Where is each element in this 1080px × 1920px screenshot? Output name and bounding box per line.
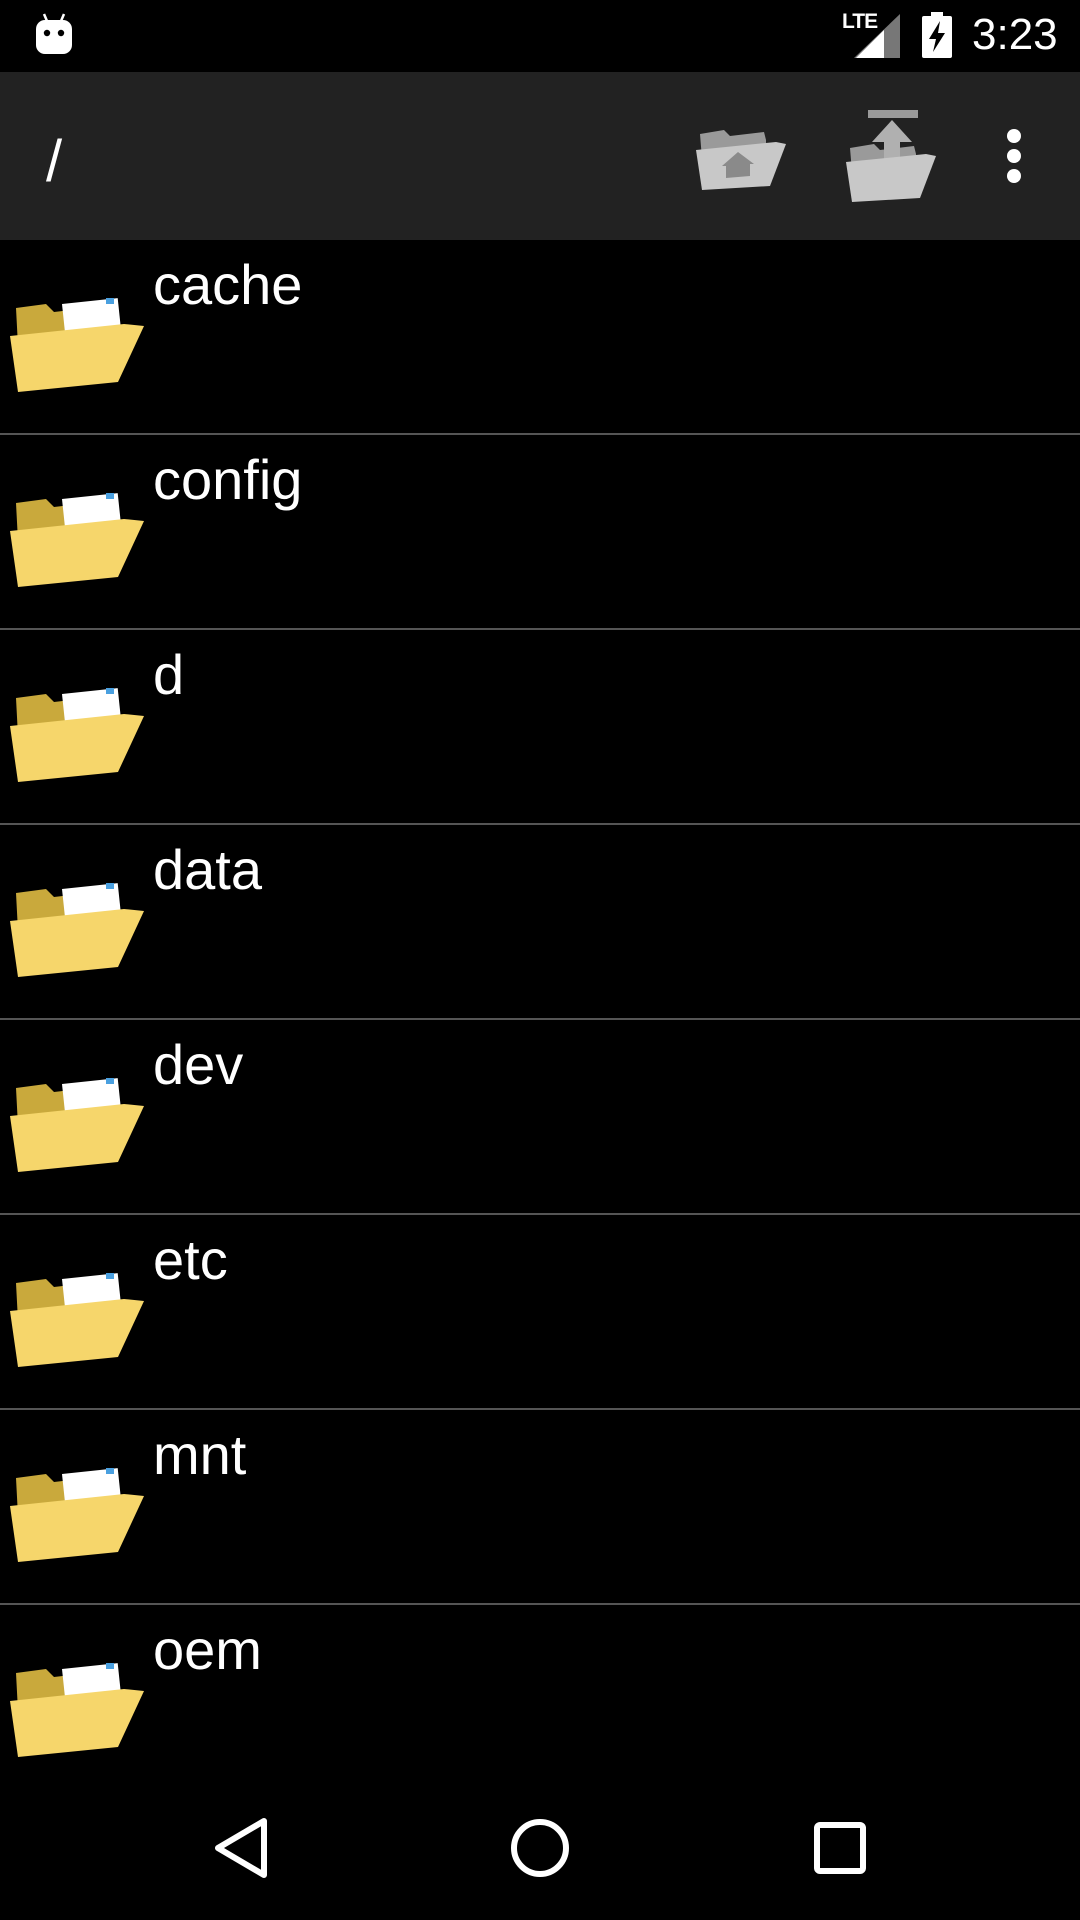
folder-icon bbox=[10, 883, 144, 977]
recents-square-icon bbox=[814, 1822, 866, 1874]
folder-icon bbox=[10, 688, 144, 782]
overflow-menu-icon bbox=[1007, 129, 1021, 183]
status-bar: LTE 3:23 bbox=[0, 0, 1080, 72]
home-circle-icon bbox=[511, 1819, 569, 1877]
file-name: d bbox=[153, 643, 185, 706]
signal-strength-icon bbox=[854, 14, 900, 58]
file-name: dev bbox=[153, 1033, 244, 1096]
home-button[interactable] bbox=[460, 1776, 620, 1920]
recents-button[interactable] bbox=[760, 1776, 920, 1920]
back-triangle-icon bbox=[215, 1818, 267, 1878]
folder-icon bbox=[10, 493, 144, 587]
file-name: config bbox=[153, 448, 303, 511]
file-name: data bbox=[153, 838, 262, 901]
file-row-etc[interactable]: etc bbox=[0, 1215, 1080, 1410]
file-row-dev[interactable]: dev bbox=[0, 1020, 1080, 1215]
android-robot-icon bbox=[36, 13, 72, 54]
file-row-oem[interactable]: oem bbox=[0, 1605, 1080, 1800]
clock: 3:23 bbox=[972, 10, 1058, 59]
file-row-config[interactable]: config bbox=[0, 435, 1080, 630]
file-row-d[interactable]: d bbox=[0, 630, 1080, 825]
back-button[interactable] bbox=[162, 1776, 322, 1920]
file-name: mnt bbox=[153, 1423, 247, 1486]
navigation-bar bbox=[0, 1776, 1080, 1920]
file-name: oem bbox=[153, 1618, 262, 1681]
current-path: / bbox=[46, 129, 63, 194]
folder-icon bbox=[10, 1663, 144, 1757]
network-type-label: LTE bbox=[842, 10, 878, 33]
file-list: cache config d data bbox=[0, 240, 1080, 1800]
action-bar: / bbox=[0, 72, 1080, 240]
folder-up-icon bbox=[846, 110, 936, 202]
parent-folder-button[interactable] bbox=[830, 72, 950, 240]
folder-home-icon bbox=[696, 130, 786, 190]
folder-icon bbox=[10, 1078, 144, 1172]
overflow-menu-button[interactable] bbox=[978, 72, 1050, 240]
home-folder-button[interactable] bbox=[680, 72, 800, 240]
file-row-mnt[interactable]: mnt bbox=[0, 1410, 1080, 1605]
file-name: etc bbox=[153, 1228, 228, 1291]
file-row-data[interactable]: data bbox=[0, 825, 1080, 1020]
folder-icon bbox=[10, 298, 144, 392]
folder-icon bbox=[10, 1273, 144, 1367]
folder-icon bbox=[10, 1468, 144, 1562]
battery-charging-icon bbox=[922, 12, 952, 58]
file-row-cache[interactable]: cache bbox=[0, 240, 1080, 435]
file-name: cache bbox=[153, 253, 303, 316]
